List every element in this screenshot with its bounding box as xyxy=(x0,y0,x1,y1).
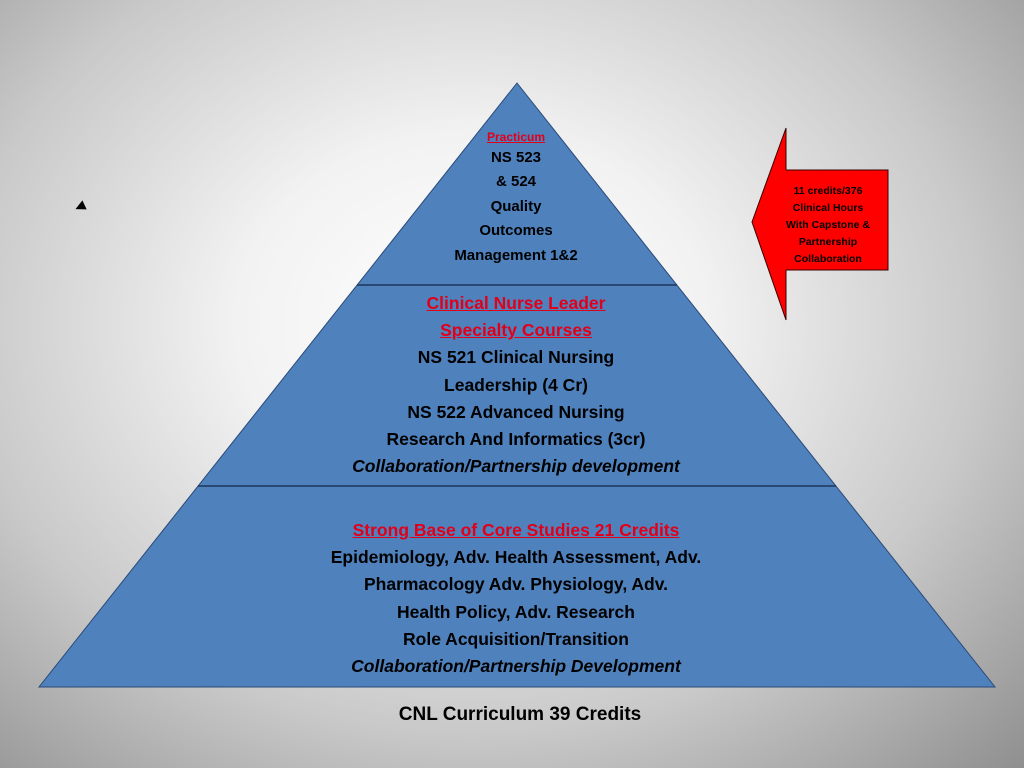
tier-top-line: Management 1&2 xyxy=(454,246,578,264)
tier-top-line: NS 523 xyxy=(490,149,542,166)
tier-base-line: Epidemiology, Adv. Health Assessment, Ad… xyxy=(330,547,702,568)
tier-top-line: & 524 xyxy=(495,173,537,191)
tier-top-practicum: Practicum NS 523 & 524 Quality Outcomes … xyxy=(400,128,632,268)
tier-middle-italic: Collaboration/Partnership development xyxy=(352,456,680,477)
tier-top-line: Quality xyxy=(490,197,542,215)
callout-line: Partnership xyxy=(798,236,858,248)
tier-base-line: Pharmacology Adv. Physiology, Adv. xyxy=(363,574,669,595)
tier-base-line: Health Policy, Adv. Research xyxy=(397,601,635,622)
tier-base-core: Strong Base of Core Studies 21 Credits E… xyxy=(260,517,772,680)
pyramid-shape xyxy=(37,82,997,688)
tier-middle-header: Clinical Nurse Leader xyxy=(426,293,606,313)
tier-middle-header: Specialty Courses xyxy=(440,320,592,341)
tier-middle-line: Leadership (4 Cr) xyxy=(444,374,588,395)
callout-label: 11 credits/376 Clinical Hours With Capst… xyxy=(768,183,888,268)
callout-arrow xyxy=(751,127,889,321)
diagram-caption: CNL Curriculum 39 Credits xyxy=(398,704,642,725)
tier-middle-line: Research And Informatics (3cr) xyxy=(386,429,646,450)
callout-line: With Capstone & xyxy=(786,219,870,231)
tier-base-header: Strong Base of Core Studies 21 Credits xyxy=(352,520,680,540)
tier-top-line: Outcomes xyxy=(479,222,553,240)
tier-middle-line: NS 522 Advanced Nursing xyxy=(407,401,625,422)
tier-middle-line: NS 521 Clinical Nursing xyxy=(417,347,615,368)
tier-middle-specialty: Clinical Nurse Leader Specialty Courses … xyxy=(300,290,732,480)
callout-line: Clinical Hours xyxy=(792,202,864,214)
tier-base-line: Role Acquisition/Transition xyxy=(403,628,629,649)
callout-line: 11 credits/376 xyxy=(793,185,863,197)
callout-line: Collaboration xyxy=(794,253,862,265)
tier-top-header: Practicum xyxy=(486,130,546,144)
tier-base-italic: Collaboration/Partnership Development xyxy=(351,656,681,677)
